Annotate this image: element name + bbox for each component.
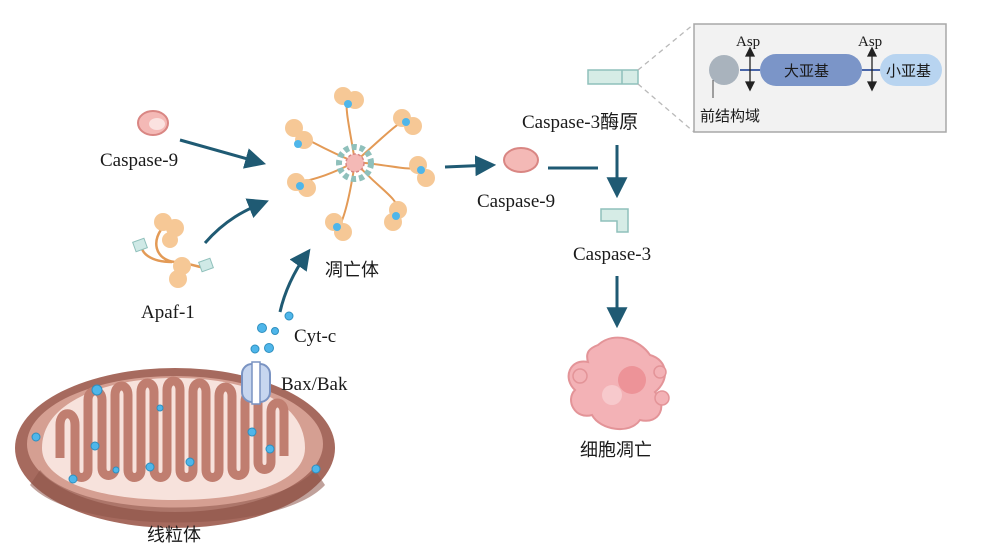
apaf-1-shape [132, 213, 214, 288]
pathway-arrows [179, 138, 628, 329]
prodomain-shape [709, 55, 739, 85]
procaspase-3-structure-inset [637, 23, 947, 133]
label-asp-left: Asp [736, 34, 760, 50]
caspase-9-input-shape [137, 110, 169, 136]
large-subunit-shape [760, 54, 862, 86]
label-bax-bak: Bax/Bak [281, 374, 348, 395]
caspase-3-shape [600, 208, 629, 233]
label-large-subunit: 大亚基 [784, 62, 829, 80]
arrow-apoptosome-to-caspase9 [444, 155, 497, 177]
caspase-9-active-shape [503, 147, 539, 173]
label-small-subunit: 小亚基 [886, 62, 931, 80]
arrow-apaf1-to-apoptosome [203, 198, 269, 244]
label-caspase-3: Caspase-3 [573, 244, 651, 265]
small-subunit-shape [880, 54, 942, 86]
arrow-cytc-to-apoptosome [278, 248, 311, 313]
bax-bak-channel [241, 361, 271, 405]
procaspase-3-shape [587, 69, 639, 85]
label-apoptosis: 细胞凋亡 [580, 440, 652, 461]
apoptosome [285, 87, 435, 241]
label-caspase-9-input: Caspase-9 [100, 150, 178, 171]
label-prodomain: 前结构域 [700, 107, 760, 125]
label-asp-right: Asp [858, 34, 882, 50]
cyt-c-molecules [250, 311, 294, 354]
label-caspase-9-active: Caspase-9 [477, 191, 555, 212]
apoptotic-cell-shape [567, 336, 670, 431]
label-apaf-1: Apaf-1 [141, 302, 195, 323]
label-cyt-c: Cyt-c [294, 326, 336, 347]
label-procaspase-3: Caspase-3酶原 [522, 111, 638, 133]
arrow-caspase9-to-apoptosome [179, 138, 267, 169]
label-apoptosome: 凋亡体 [325, 260, 379, 281]
label-mitochondrion: 线粒体 [147, 525, 201, 546]
mitochondrion [15, 368, 335, 528]
